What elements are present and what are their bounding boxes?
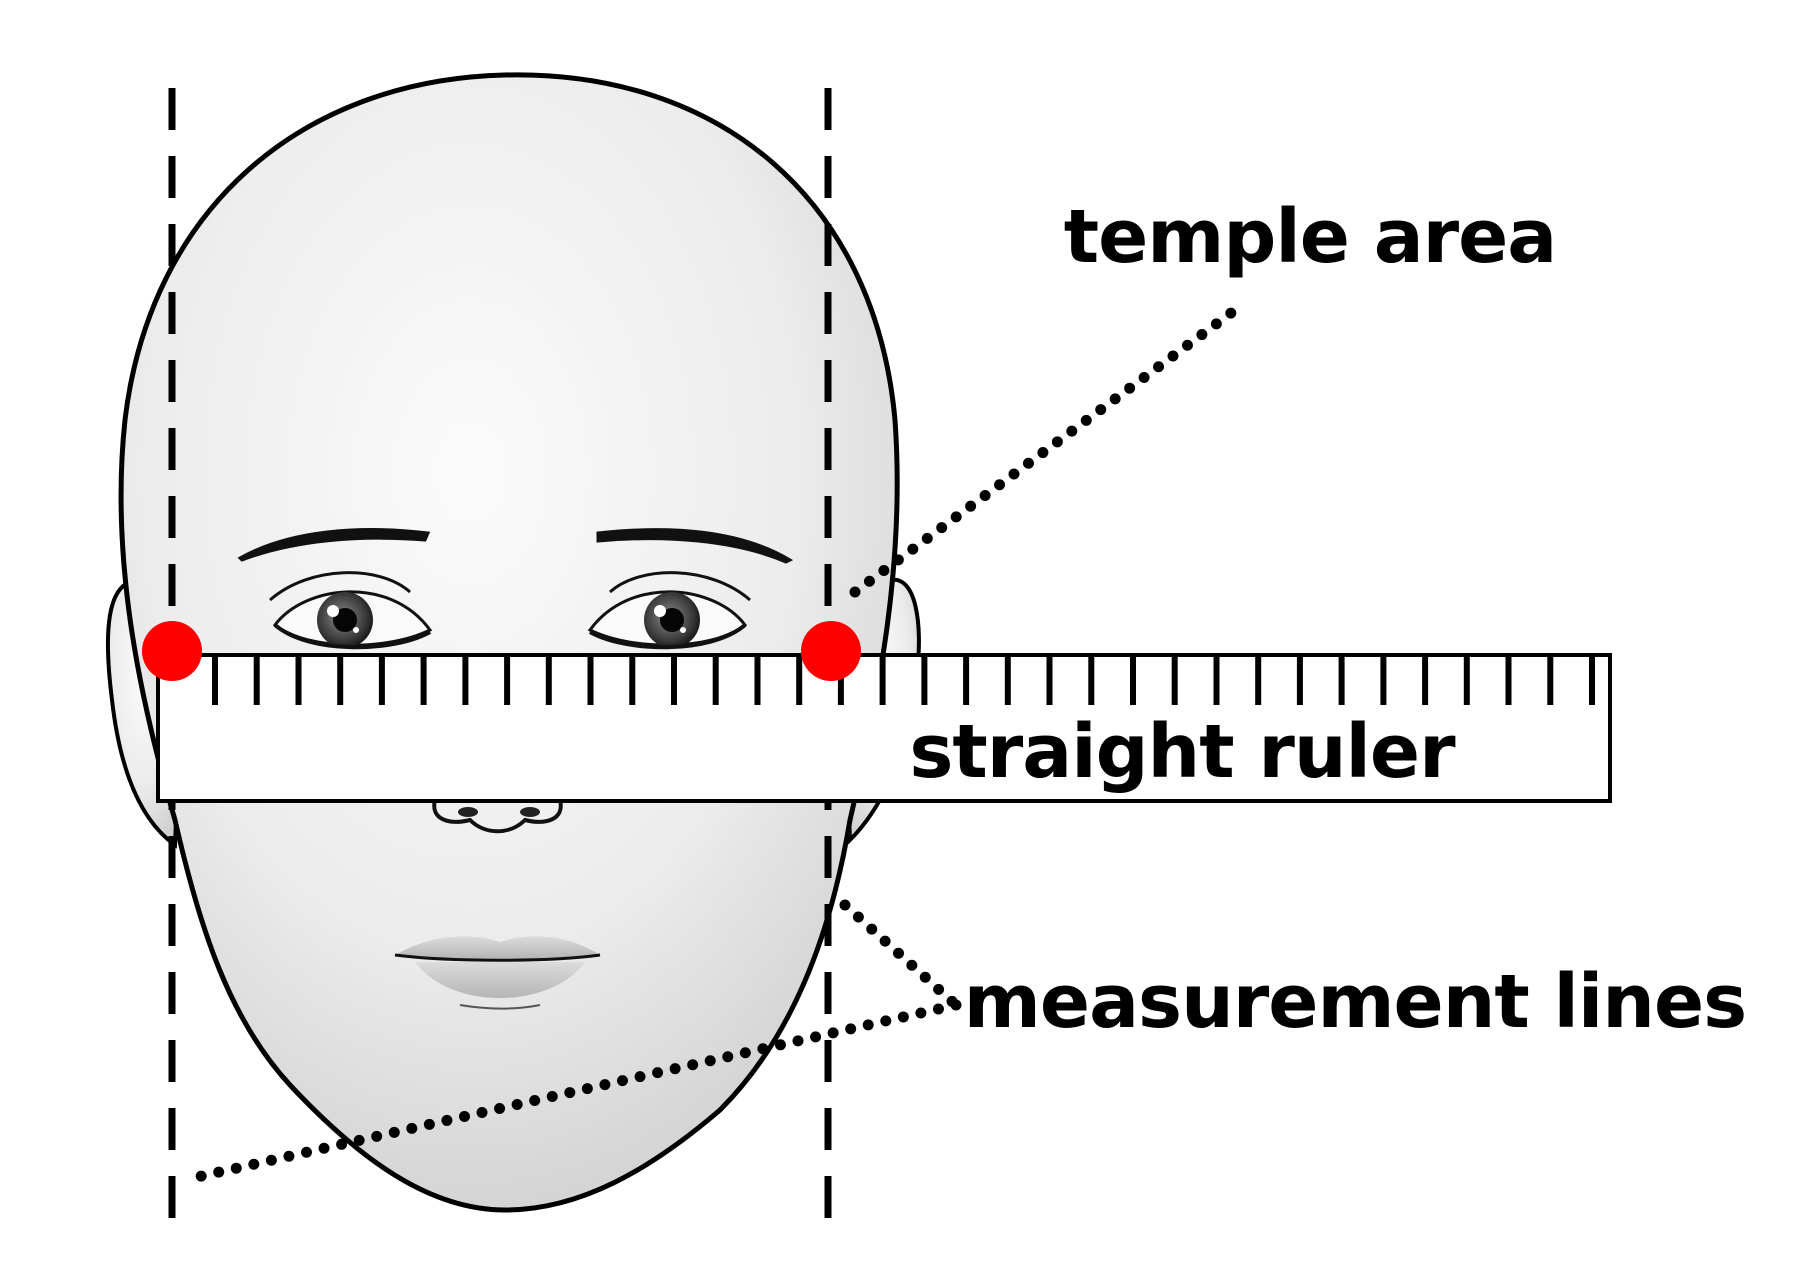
- nose: [432, 799, 563, 834]
- left-eye: [269, 571, 433, 650]
- left-eyebrow: [237, 528, 431, 562]
- measurement-leader-lower: [187, 999, 962, 1184]
- head-illustration: [105, 72, 921, 1213]
- right-temple-marker: [801, 621, 861, 681]
- measurement-lines-label: measurement lines: [964, 959, 1746, 1045]
- straight-ruler-label: straight ruler: [909, 709, 1456, 795]
- right-eye: [587, 571, 751, 650]
- face-outline: [118, 72, 900, 1213]
- right-eyebrow: [596, 528, 794, 564]
- mouth: [394, 936, 601, 1010]
- temple-area-label: temple area: [1064, 194, 1557, 280]
- measurement-leader-upper: [839, 899, 962, 1011]
- straight-ruler: straight ruler: [156, 653, 1612, 803]
- temple-area-leader: [849, 304, 1241, 598]
- left-temple-marker: [142, 621, 202, 681]
- ruler-ticks: [212, 657, 1595, 705]
